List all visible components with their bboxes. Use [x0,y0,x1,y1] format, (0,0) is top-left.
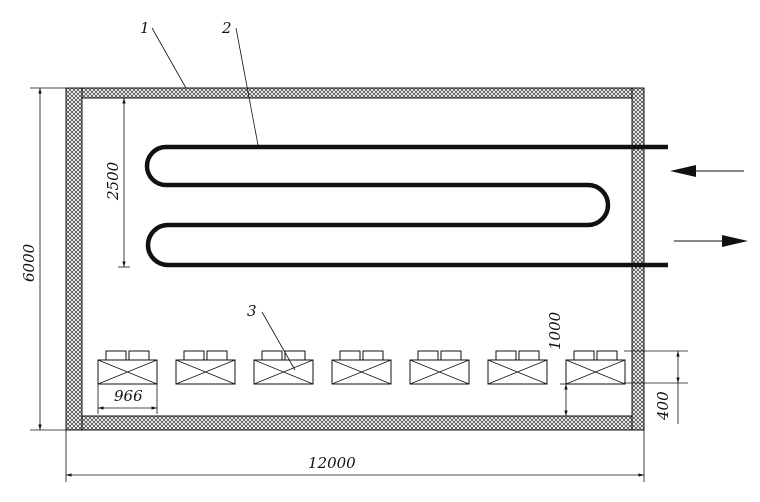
length-dimension [65,430,645,482]
coil-callout-label: 2 [221,19,232,37]
callout-leaders [151,27,296,371]
wall-callout-label: 1 [140,19,150,37]
unit-cross-line [97,359,158,385]
unit-fan-housing [495,350,517,361]
unit-fan-housing [596,350,618,361]
unit-cross-line [565,359,626,385]
unit-fan-housing [417,350,439,361]
coil-span-dimension [118,98,130,268]
outflow-arrow [674,235,748,247]
air-cooler-unit [409,350,470,385]
air-cooler-unit [487,350,548,385]
unit-fan-housing [128,350,150,361]
unit-fan-housing [105,350,127,361]
unit-fan-housing [573,350,595,361]
unit-width-dimension [97,384,158,414]
air-cooler-unit [253,350,314,385]
unit-fan-housing [183,350,205,361]
unit-cross-line [253,359,314,385]
inflow-arrow [670,165,744,177]
air-cooler-unit [565,350,626,385]
unit-height-dimension [624,350,688,424]
unit-fan-housing [339,350,361,361]
unit-cross-line [331,359,392,385]
air-cooler-unit [175,350,236,385]
unit-cross-line [487,359,548,385]
unit-clearance-dimension [560,383,572,416]
unit-fan-housing [284,350,306,361]
unit-cross-line [175,359,236,385]
width-dimension [30,87,66,431]
air-cooler-unit [331,350,392,385]
unit-callout-label: 3 [247,302,257,320]
unit-fan-housing [518,350,540,361]
unit-clearance-label: 1000 [546,311,564,350]
air-cooler-unit [97,350,158,385]
unit-fan-housing [440,350,462,361]
air-cooler-units [97,350,626,385]
unit-width-label: 966 [114,387,143,405]
unit-height-label: 400 [654,391,672,421]
coil-span-label: 2500 [104,161,122,201]
room-length-label: 12000 [308,454,356,472]
cooling-coil-pipe [144,144,668,268]
room-width-label: 6000 [20,243,38,282]
unit-fan-housing [261,350,283,361]
unit-fan-housing [362,350,384,361]
unit-fan-housing [206,350,228,361]
unit-cross-line [409,359,470,385]
